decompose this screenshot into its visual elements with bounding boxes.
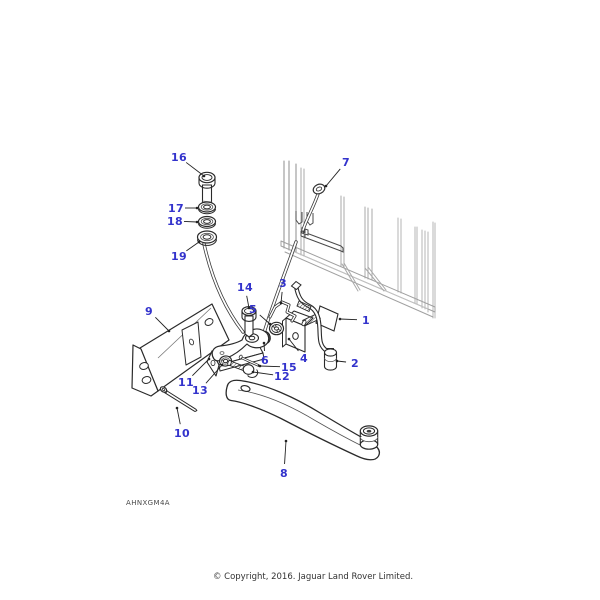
leader-line-13 xyxy=(205,364,223,384)
clip-3 xyxy=(268,300,297,323)
leader-dot-5 xyxy=(268,322,272,326)
washer-17 xyxy=(197,201,217,215)
rivet-pin-10 xyxy=(159,386,198,413)
callout-16[interactable]: 16 xyxy=(171,151,187,164)
leader-line-19 xyxy=(186,241,200,252)
callout-8[interactable]: 8 xyxy=(280,467,288,480)
leader-dot-11 xyxy=(207,357,211,361)
leader-line-11 xyxy=(192,358,210,376)
copyright-text: © Copyright, 2016. Jaguar Land Rover Lim… xyxy=(212,572,414,582)
leader-dot-12 xyxy=(251,370,255,374)
ball-stud xyxy=(359,425,379,450)
callout-6[interactable]: 6 xyxy=(261,354,269,367)
door-frame-outline xyxy=(280,160,436,319)
leader-line-14 xyxy=(246,295,250,309)
callout-18[interactable]: 18 xyxy=(167,215,183,228)
callout-17[interactable]: 17 xyxy=(168,202,184,215)
callout-7[interactable]: 7 xyxy=(342,156,350,169)
leader-line-1 xyxy=(339,318,358,321)
washer-18 xyxy=(197,215,217,229)
callout-1[interactable]: 1 xyxy=(362,314,370,327)
leader-line-4 xyxy=(288,338,299,352)
leader-line-9 xyxy=(155,317,170,332)
grommet-19 xyxy=(196,230,218,246)
callout-4[interactable]: 4 xyxy=(300,352,308,365)
leader-line-16 xyxy=(185,162,205,177)
callout-5[interactable]: 5 xyxy=(249,303,257,316)
leader-dot-15 xyxy=(258,364,262,368)
leader-dot-16 xyxy=(202,174,206,178)
leader-dot-13 xyxy=(220,363,224,367)
leader-dot-18 xyxy=(195,220,199,224)
grommet-7 xyxy=(312,183,326,195)
pivot-bolt-14 xyxy=(241,306,257,338)
leader-dot-17 xyxy=(195,206,199,210)
callout-14[interactable]: 14 xyxy=(237,281,253,294)
lock-nut-5 xyxy=(268,321,285,336)
leader-line-8 xyxy=(284,440,287,465)
leader-line-15 xyxy=(259,365,281,368)
leader-dot-4 xyxy=(287,337,291,341)
leader-line-2 xyxy=(336,360,347,363)
mounting-plate-9 xyxy=(131,303,230,397)
leader-dot-9 xyxy=(167,329,171,333)
leader-line-3 xyxy=(280,291,283,304)
callout-2[interactable]: 2 xyxy=(351,357,359,370)
callout-3[interactable]: 3 xyxy=(279,277,287,290)
bolt-12 xyxy=(227,359,259,378)
callout-19[interactable]: 19 xyxy=(171,250,187,263)
drawing-code: AHNXGM4A xyxy=(126,499,170,507)
leader-dot-10 xyxy=(175,406,179,410)
check-arm-8 xyxy=(225,379,381,461)
callout-10[interactable]: 10 xyxy=(174,427,190,440)
leader-line-12 xyxy=(252,371,274,376)
stay-rod-2 xyxy=(290,280,338,371)
leader-dot-8 xyxy=(284,439,288,443)
pin-15 xyxy=(238,354,261,367)
leader-dot-3 xyxy=(279,301,283,305)
leader-line-10 xyxy=(176,407,181,425)
leader-dot-7 xyxy=(324,184,328,188)
leader-line-18 xyxy=(183,220,198,223)
release-cables xyxy=(202,192,320,335)
leader-dot-19 xyxy=(197,240,201,244)
callout-11[interactable]: 11 xyxy=(178,376,194,389)
leader-dot-6 xyxy=(262,341,266,345)
callout-12[interactable]: 12 xyxy=(274,370,290,383)
callout-13[interactable]: 13 xyxy=(192,384,208,397)
callout-15[interactable]: 15 xyxy=(281,361,297,374)
leader-line-7 xyxy=(325,168,341,187)
leader-line-5 xyxy=(259,314,271,325)
leader-dot-2 xyxy=(335,359,339,363)
callout-9[interactable]: 9 xyxy=(145,305,153,318)
leader-dot-1 xyxy=(338,317,342,321)
leader-dot-14 xyxy=(247,306,251,310)
